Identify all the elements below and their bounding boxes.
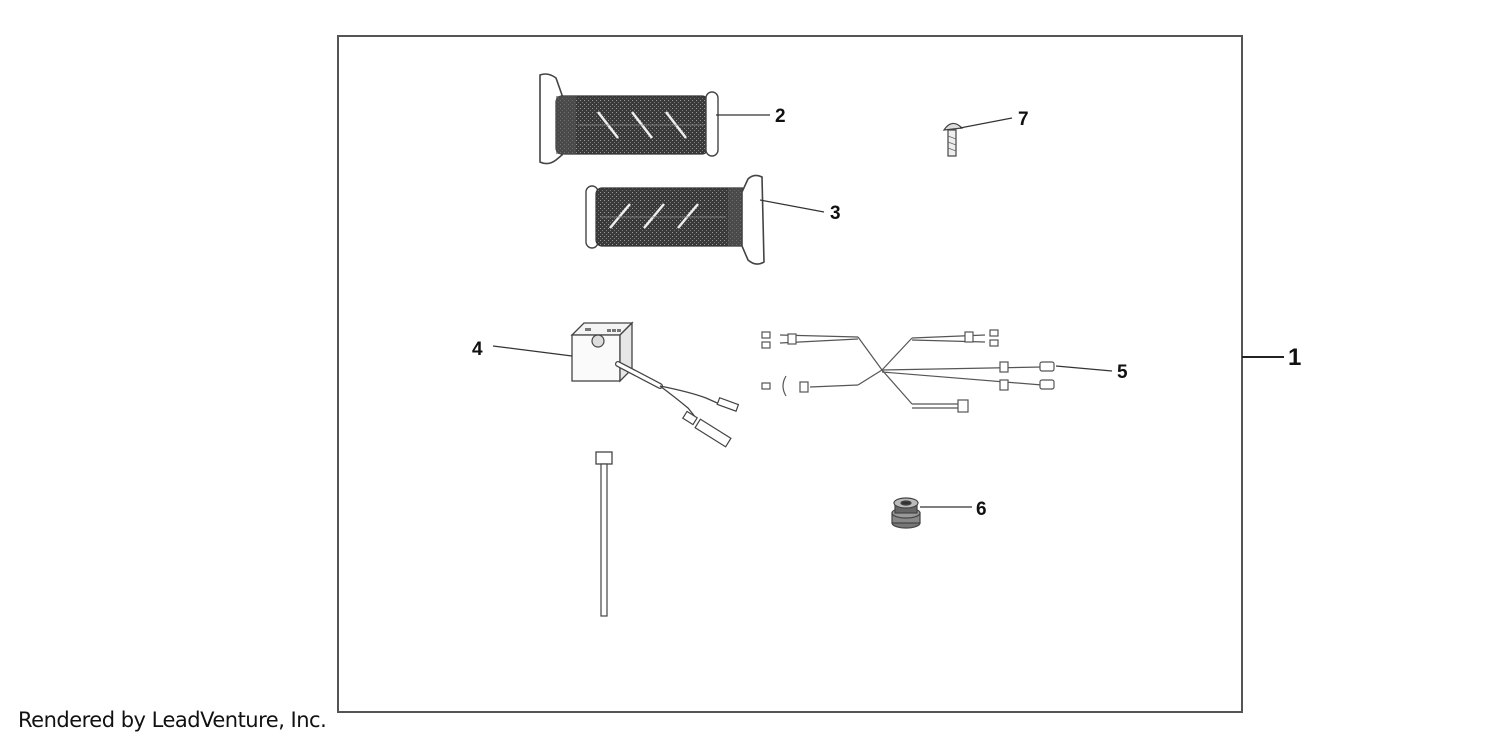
leader-line-4 bbox=[492, 345, 573, 357]
leader-line-5 bbox=[1055, 365, 1113, 372]
callout-5: 5 bbox=[1117, 362, 1128, 383]
screw bbox=[942, 122, 964, 157]
leader-line-3 bbox=[759, 199, 825, 213]
render-credit: Rendered by LeadVenture, Inc. bbox=[18, 708, 327, 732]
callout-7: 7 bbox=[1018, 109, 1029, 130]
grip-right bbox=[585, 174, 765, 265]
callout-3: 3 bbox=[830, 203, 841, 224]
callout-1: 1 bbox=[1288, 344, 1301, 371]
cable-tie bbox=[595, 451, 613, 617]
wire-harness bbox=[761, 329, 1055, 413]
kit-frame bbox=[337, 35, 1243, 713]
grip-left bbox=[539, 73, 719, 165]
leader-line-7 bbox=[959, 117, 1013, 129]
switch-unit bbox=[570, 321, 740, 448]
callout-6: 6 bbox=[976, 499, 987, 520]
callout-4: 4 bbox=[472, 339, 483, 360]
callout-2: 2 bbox=[775, 106, 786, 127]
grommet bbox=[891, 497, 921, 529]
